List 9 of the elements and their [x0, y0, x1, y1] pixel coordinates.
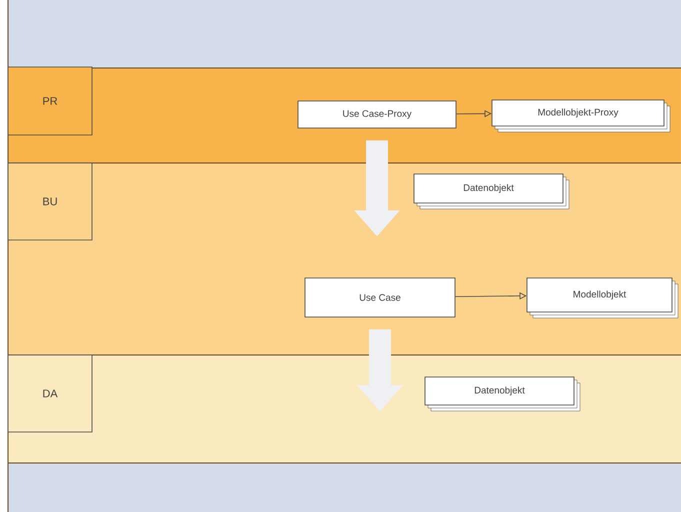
stacked-box: Datenobjekt [414, 174, 570, 210]
stacked-box: Modellobjekt [526, 278, 678, 318]
layer-label-box: DA [8, 354, 92, 432]
process-box: Use Case-Proxy [298, 100, 456, 128]
stacked-box: Datenobjekt [424, 376, 580, 412]
layer-label-box: PR [8, 66, 92, 136]
layer-label-box: BU [8, 162, 92, 240]
process-box: Use Case [304, 278, 456, 318]
stacked-box: Modellobjekt-Proxy [492, 100, 670, 132]
